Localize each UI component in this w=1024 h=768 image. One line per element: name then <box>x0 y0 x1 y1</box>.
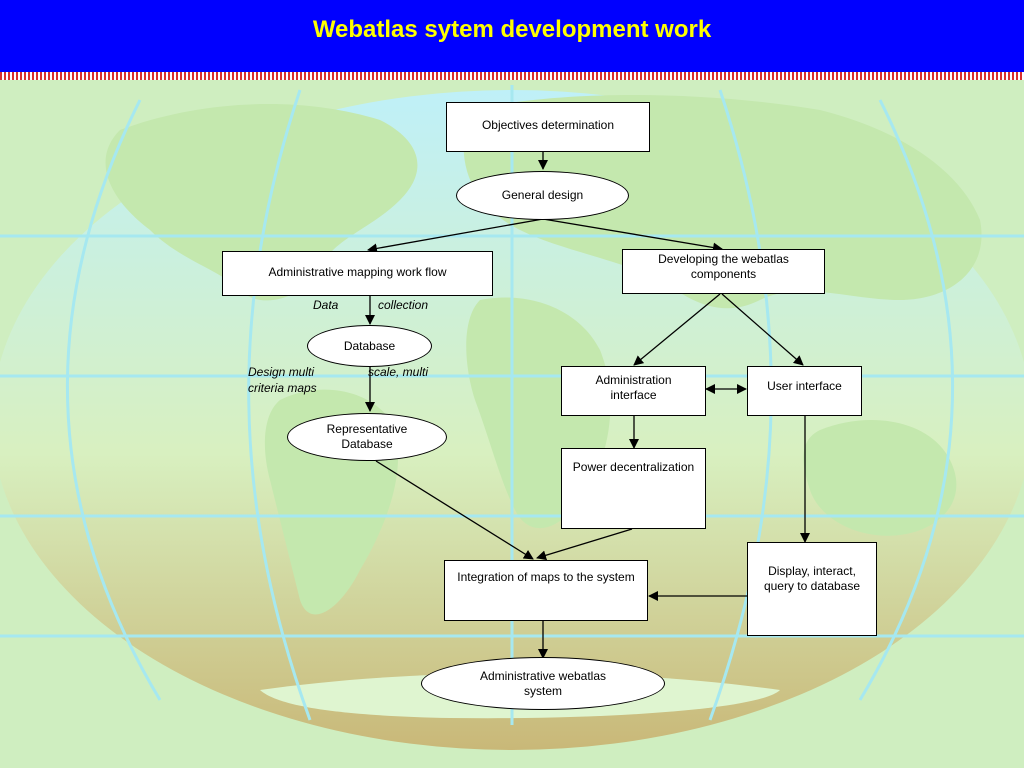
display-interact-query-box: Display, interact, query to database <box>747 542 877 636</box>
arrow-components-to-admin-interface <box>633 293 721 366</box>
arrow-design-to-components <box>542 218 723 253</box>
user-interface-box: User interface <box>747 366 862 416</box>
power-decentralization-box: Power decentralization <box>561 448 706 529</box>
objectives-determination-box: Objectives determination <box>446 102 650 152</box>
developing-components-box: Developing the webatlas components <box>622 249 825 294</box>
integration-of-maps-box: Integration of maps to the system <box>444 560 648 621</box>
slide-header <box>0 0 1024 72</box>
data-collection-label: Data <box>313 298 339 312</box>
administrative-webatlas-ellipse: Administrative webatlas system <box>421 657 665 710</box>
design-criteria-label-2: scale, multi <box>368 365 429 379</box>
arrow-power-to-integration <box>536 528 633 561</box>
arrow-components-to-user-interface <box>721 293 804 366</box>
design-criteria-label: Design multi <box>248 365 315 379</box>
header-divider <box>0 72 1024 80</box>
general-design-ellipse: General design <box>456 171 629 220</box>
administration-interface-box: Administration interface <box>561 366 706 416</box>
representative-database-ellipse: Representative Database <box>287 413 447 461</box>
slide-title: Webatlas sytem development work <box>312 16 712 43</box>
arrow-representative-to-integration <box>375 460 534 560</box>
arrow-design-to-admin-mapping <box>367 218 544 254</box>
database-ellipse: Database <box>307 325 432 367</box>
design-criteria-label-3: criteria maps <box>248 381 317 395</box>
data-collection-label-2: collection <box>378 298 429 312</box>
administrative-mapping-box: Administrative mapping work flow <box>222 251 493 296</box>
